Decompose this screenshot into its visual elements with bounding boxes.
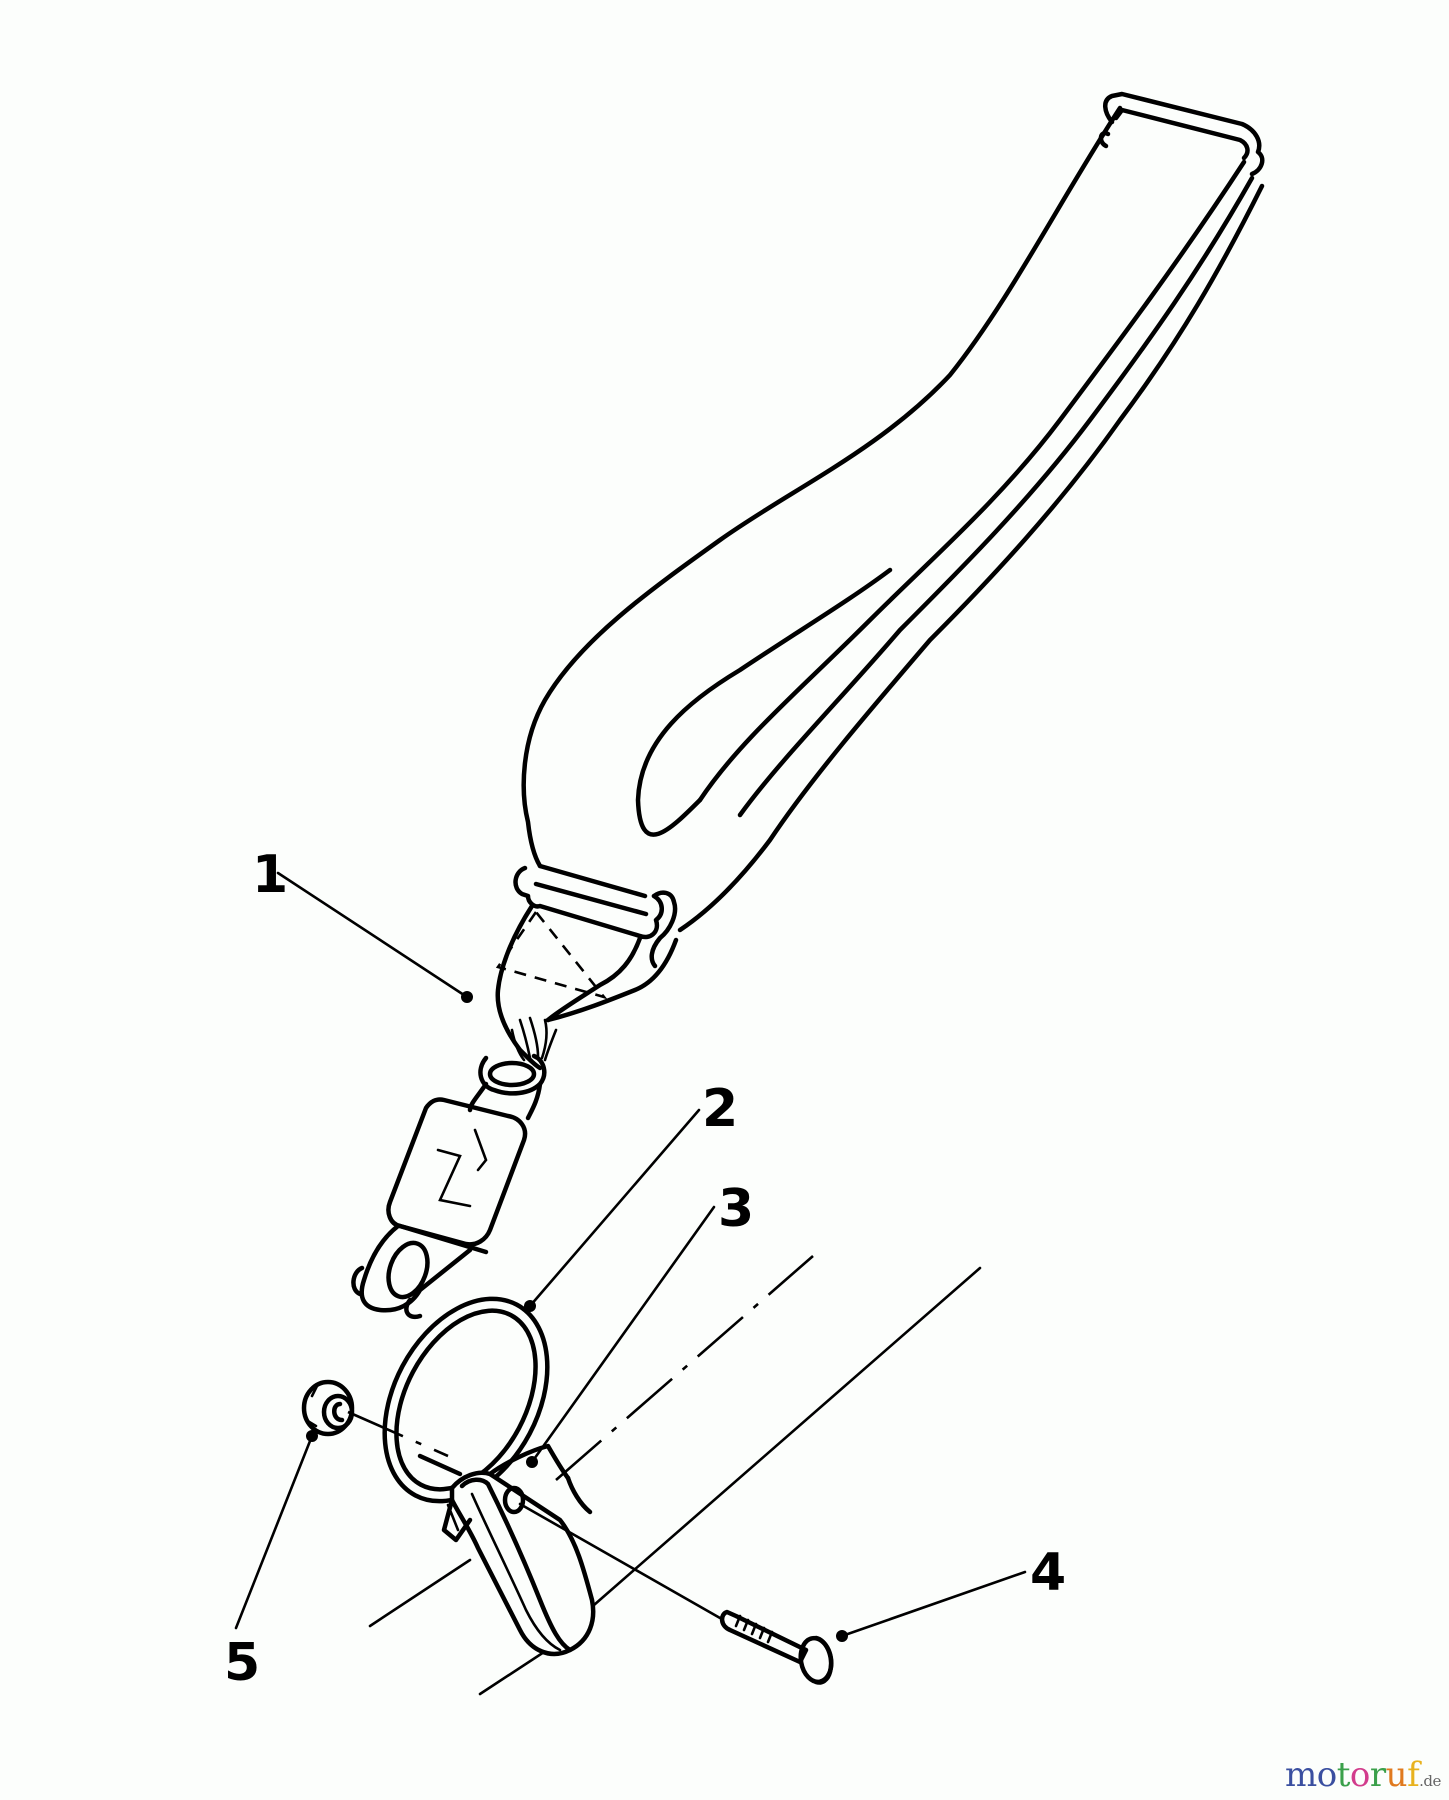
callout-number: 2 xyxy=(702,1079,738,1139)
watermark-tld: .de xyxy=(1419,1772,1441,1790)
watermark-letter: u xyxy=(1385,1755,1408,1795)
callout-5: 5 xyxy=(224,1430,318,1693)
ring-part-2 xyxy=(382,1296,550,1504)
callout-number: 4 xyxy=(1030,1543,1066,1603)
screw-part-4 xyxy=(347,1410,834,1685)
watermark-letter: o xyxy=(1316,1755,1337,1795)
watermark-logo: motoruf.de xyxy=(1285,1755,1441,1795)
strap-part-1 xyxy=(351,91,1265,1320)
callout-number: 3 xyxy=(718,1179,754,1239)
watermark-letter: o xyxy=(1349,1755,1370,1795)
nut-part-5 xyxy=(301,1379,355,1437)
callout-4: 4 xyxy=(836,1543,1066,1642)
callout-2: 2 xyxy=(524,1079,738,1312)
callout-3: 3 xyxy=(526,1179,754,1468)
clamp-part-3 xyxy=(368,1255,982,1696)
watermark-letter: t xyxy=(1336,1755,1351,1795)
watermark-letter: r xyxy=(1369,1755,1386,1795)
watermark-letter: f xyxy=(1407,1755,1420,1795)
callout-1: 1 xyxy=(252,845,473,1003)
watermark-letter: m xyxy=(1285,1755,1317,1795)
callout-number: 5 xyxy=(224,1633,260,1693)
